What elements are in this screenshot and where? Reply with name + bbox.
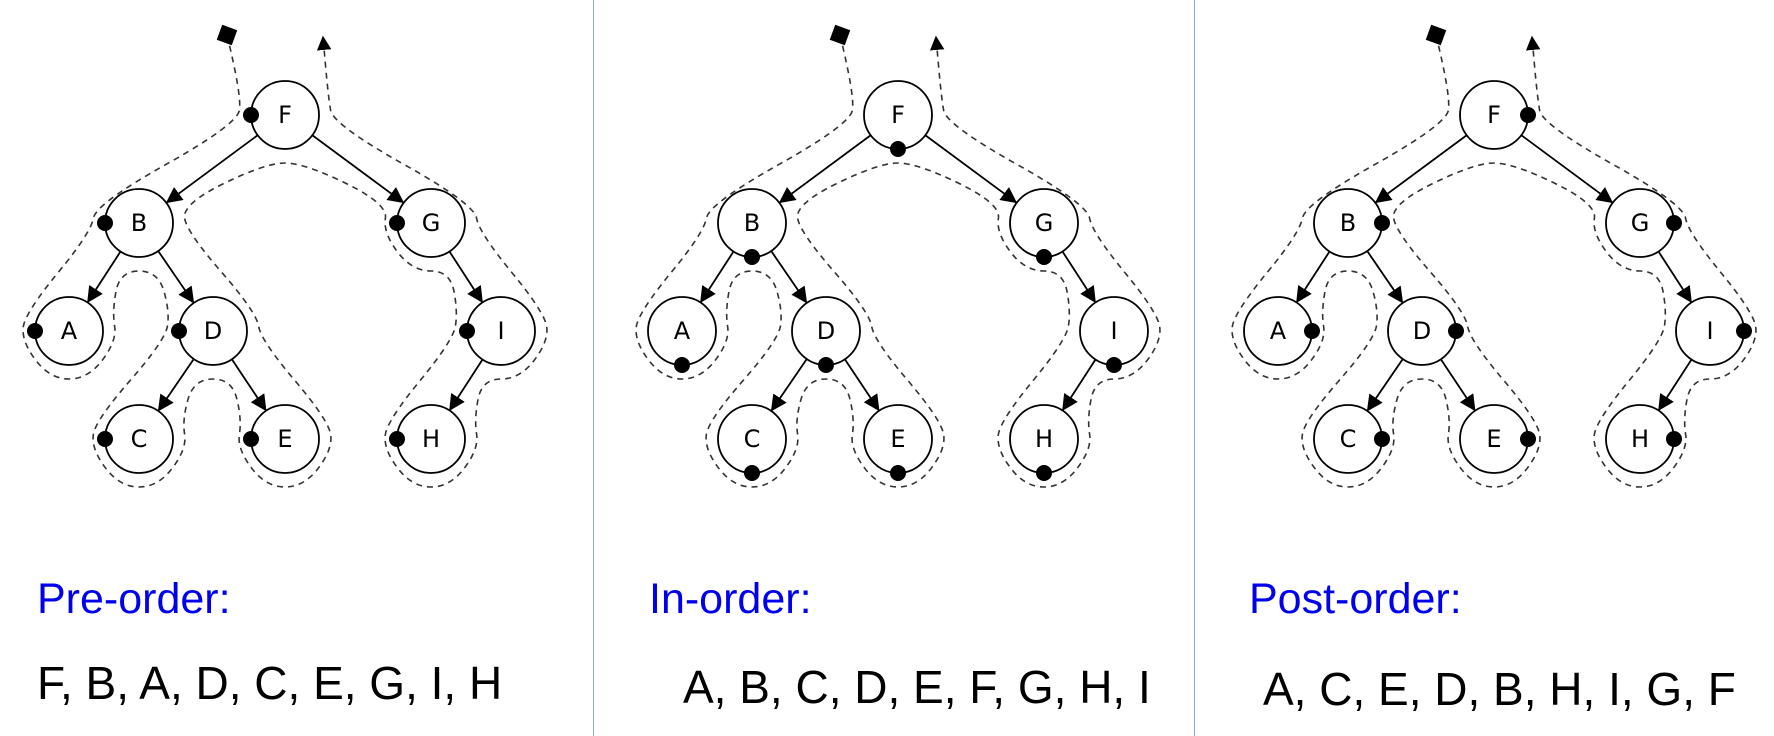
edge-B-A	[87, 251, 122, 303]
visit-marker-F	[243, 107, 259, 123]
visit-marker-E	[890, 465, 906, 481]
tree-node-label-D: D	[1413, 317, 1431, 345]
traversal-start-marker	[216, 24, 238, 46]
tree-node-label-A: A	[61, 317, 78, 345]
edge-G-I	[1657, 251, 1692, 303]
edge-F-B	[165, 134, 259, 204]
tree-node-label-C: C	[131, 425, 148, 453]
visit-marker-F	[1520, 107, 1536, 123]
edge-I-H	[1658, 359, 1693, 411]
traversal-start-marker	[1425, 24, 1447, 46]
tree-node-label-B: B	[131, 209, 147, 237]
visit-marker-A	[1304, 323, 1320, 339]
tree-node-label-I: I	[497, 317, 504, 345]
visit-marker-I	[459, 323, 475, 339]
tree-node-label-D: D	[204, 317, 222, 345]
edge-I-H	[1062, 359, 1097, 411]
edge-D-C	[1366, 358, 1404, 412]
visit-marker-G	[389, 215, 405, 231]
edge-B-A	[700, 251, 735, 303]
tree-node-label-A: A	[674, 317, 691, 345]
tree-node-label-G: G	[1631, 209, 1650, 237]
edge-D-E	[844, 358, 880, 412]
visit-marker-I	[1736, 323, 1752, 339]
edge-F-B	[778, 134, 872, 204]
traversal-contour	[22, 34, 548, 488]
edge-D-C	[770, 358, 808, 412]
tree-node-label-H: H	[1035, 425, 1053, 453]
edge-F-G	[311, 134, 405, 204]
tree-node-label-B: B	[1340, 209, 1356, 237]
edge-B-D	[770, 250, 808, 304]
tree-node-label-H: H	[422, 425, 440, 453]
inorder-label: In-order:	[649, 575, 812, 623]
visit-marker-G	[1666, 215, 1682, 231]
tree-node-label-F: F	[891, 101, 905, 129]
tree-node-label-I: I	[1706, 317, 1713, 345]
visit-marker-H	[389, 431, 405, 447]
edge-D-E	[1440, 358, 1476, 412]
traversal-contour	[1231, 34, 1757, 488]
visit-marker-F	[890, 141, 906, 157]
edge-F-B	[1374, 134, 1468, 204]
visit-marker-A	[674, 357, 690, 373]
tree-node-label-C: C	[744, 425, 761, 453]
postorder-sequence: A, C, E, D, B, H, I, G, F	[1263, 663, 1736, 715]
panel-divider-1	[593, 0, 594, 736]
preorder-tree-diagram: F B G A D I C E H	[22, 24, 548, 488]
tree-node-label-F: F	[1487, 101, 1501, 129]
edge-F-G	[1520, 134, 1614, 204]
tree-node-label-D: D	[817, 317, 835, 345]
tree-node-label-B: B	[744, 209, 760, 237]
visit-marker-A	[27, 323, 43, 339]
edge-G-I	[1061, 251, 1096, 303]
tree-node-label-F: F	[278, 101, 292, 129]
visit-marker-B	[97, 215, 113, 231]
tree-node-label-E: E	[890, 425, 905, 453]
visit-marker-G	[1036, 249, 1052, 265]
tree-node-label-G: G	[422, 209, 441, 237]
tree-node-label-E: E	[277, 425, 292, 453]
panel-divider-2	[1194, 0, 1195, 736]
edge-B-D	[157, 250, 195, 304]
edge-B-D	[1366, 250, 1404, 304]
visit-marker-H	[1036, 465, 1052, 481]
preorder-label: Pre-order:	[37, 575, 231, 623]
visit-marker-C	[744, 465, 760, 481]
visit-marker-B	[1374, 215, 1390, 231]
visit-marker-E	[1520, 431, 1536, 447]
visit-marker-I	[1106, 357, 1122, 373]
edge-D-C	[157, 358, 195, 412]
visit-marker-C	[1374, 431, 1390, 447]
inorder-sequence: A, B, C, D, E, F, G, H, I	[683, 661, 1151, 713]
tree-node-label-H: H	[1631, 425, 1649, 453]
traversal-start-marker	[829, 24, 851, 46]
edge-D-E	[231, 358, 267, 412]
visit-marker-E	[243, 431, 259, 447]
tree-node-label-G: G	[1035, 209, 1054, 237]
edge-G-I	[448, 251, 483, 303]
visit-marker-C	[97, 431, 113, 447]
edge-I-H	[449, 359, 484, 411]
preorder-sequence: F, B, A, D, C, E, G, I, H	[37, 657, 503, 709]
tree-node-label-A: A	[1270, 317, 1287, 345]
postorder-label: Post-order:	[1249, 575, 1462, 623]
tree-node-label-E: E	[1486, 425, 1501, 453]
tree-node-label-C: C	[1340, 425, 1357, 453]
postorder-tree-diagram: F B G A D I C E H	[1231, 24, 1757, 488]
edge-B-A	[1296, 251, 1331, 303]
visit-marker-H	[1666, 431, 1682, 447]
tree-node-label-I: I	[1110, 317, 1117, 345]
inorder-tree-diagram: F B G A D I C E H	[635, 24, 1161, 488]
visit-marker-D	[171, 323, 187, 339]
visit-marker-B	[744, 249, 760, 265]
visit-marker-D	[818, 357, 834, 373]
traversal-contour	[635, 34, 1161, 488]
edge-F-G	[924, 134, 1018, 204]
visit-marker-D	[1448, 323, 1464, 339]
